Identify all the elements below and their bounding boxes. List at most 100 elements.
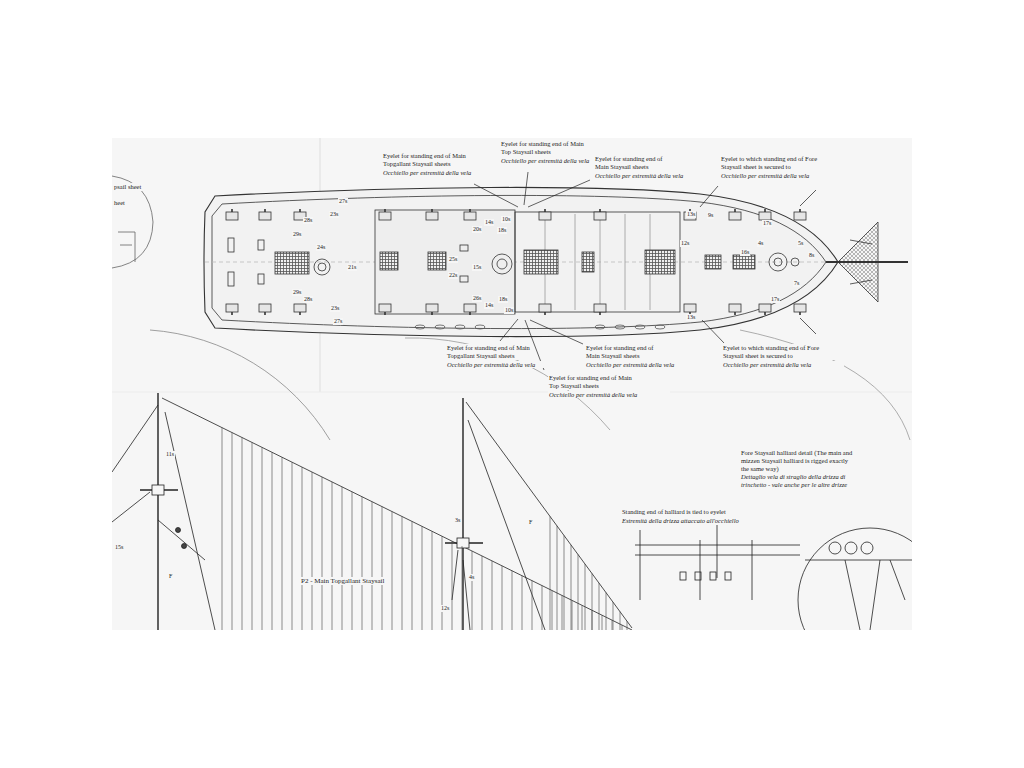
mast-step — [318, 263, 326, 271]
annotation-text: Occhiello per estremità della vela — [585, 361, 707, 369]
sail-seam — [372, 502, 373, 630]
annotation-text: Eyelet to which standing end of Fore Sta… — [720, 155, 837, 171]
cannon — [594, 304, 606, 312]
annotation-text: Occhiello per estremità della vela — [594, 172, 716, 180]
halliard-detail — [680, 572, 686, 580]
sail-seam — [606, 593, 607, 630]
sail-seam — [442, 536, 443, 630]
mast-elevation — [468, 420, 545, 630]
halliard-detail — [635, 520, 912, 630]
cannon — [599, 209, 601, 212]
cannon — [799, 209, 801, 212]
cannon — [379, 304, 391, 312]
sail-seam — [232, 433, 233, 630]
quarterdeck — [460, 276, 468, 282]
cannon — [469, 312, 471, 315]
quarterdeck — [380, 252, 398, 270]
paper-sheet — [112, 138, 912, 630]
callout-number: 4s — [757, 240, 764, 247]
callout-number: 23s — [329, 211, 339, 218]
sail-seam — [627, 621, 628, 630]
annotation-text: Eyelet for standing end of Main Topgalla… — [446, 344, 533, 360]
sail-seam — [312, 472, 313, 630]
sail-seam — [571, 545, 572, 630]
sail-seam — [562, 595, 563, 630]
cannon — [379, 212, 391, 220]
cannon — [431, 312, 433, 315]
mast-elevation — [157, 393, 158, 630]
stern-deck — [275, 252, 309, 274]
leader-line — [524, 172, 528, 205]
waist-deck — [645, 250, 675, 274]
waist-deck — [582, 252, 594, 272]
sail-seam — [482, 556, 483, 630]
forecastle — [705, 255, 721, 269]
deck-eyelet — [635, 325, 645, 329]
mast-elevation — [462, 398, 463, 630]
callout-number: 18s — [498, 296, 508, 303]
annotation-text: psail sheet — [113, 183, 142, 191]
hull-outline — [212, 195, 826, 328]
cannon — [264, 312, 266, 315]
cannon — [764, 209, 766, 212]
mast-elevation — [182, 544, 187, 549]
callout-number: 20s — [472, 226, 482, 233]
quarterdeck — [428, 252, 446, 270]
cannon — [384, 209, 386, 212]
halliard-detail — [710, 572, 716, 580]
cannon — [469, 209, 471, 212]
bowsprit — [800, 190, 872, 334]
mast-step — [314, 253, 787, 275]
waist-deck — [515, 212, 680, 312]
callout-number: 28s — [303, 217, 313, 224]
deck-eyelet — [415, 325, 425, 329]
sail-seam — [402, 516, 403, 630]
annotation-text: Eyelet for standing end of Main Staysail… — [594, 155, 676, 171]
cannon — [299, 312, 301, 315]
callout-number: 28s — [303, 296, 313, 303]
annotation-text: Occhiello per estremità della vela — [722, 361, 844, 369]
callout-number: 18s — [497, 227, 507, 234]
bowsprit — [826, 261, 908, 263]
sail-seam — [382, 507, 383, 630]
sail-seam — [412, 521, 413, 630]
detail-circle — [112, 176, 153, 268]
callout-number: 14s — [484, 219, 494, 226]
sail-seam — [242, 437, 243, 630]
sail-seam — [302, 467, 303, 630]
quarterdeck — [375, 210, 515, 314]
cannon — [599, 312, 601, 315]
quarterdeck — [375, 210, 515, 314]
cannon — [264, 209, 266, 212]
cannon — [299, 209, 301, 212]
cannon — [594, 212, 606, 220]
sail-seam — [552, 591, 553, 630]
leader-line — [474, 172, 724, 370]
callout-number: 9s — [707, 212, 714, 219]
callout-number: 15s — [472, 264, 482, 271]
detail-figure — [118, 232, 135, 262]
callout-number: 4s — [468, 574, 475, 581]
sail-seam — [512, 571, 513, 630]
cannon — [431, 209, 433, 212]
forecastle — [705, 255, 799, 269]
callout-number: 27s — [333, 318, 343, 325]
callout-number: 12s — [440, 605, 450, 612]
sail-seam — [612, 620, 613, 630]
mast-elevation — [152, 485, 164, 495]
halliard-detail — [798, 528, 912, 630]
cannon — [539, 212, 551, 220]
callout-number: 10s — [504, 307, 514, 314]
cannon — [799, 312, 801, 315]
callout-number: 26s — [472, 295, 482, 302]
forecastle — [791, 258, 799, 266]
cannon — [734, 209, 736, 212]
annotation-text: Eyelet for standing end of Main Topgalla… — [382, 152, 472, 168]
sail-seam — [502, 566, 503, 630]
callout-number: 12s — [680, 240, 690, 247]
cannon — [759, 304, 771, 312]
annotation-text: Occhiello per estremità della vela — [446, 361, 568, 369]
leader-line — [530, 320, 583, 344]
sail-seam — [578, 554, 579, 630]
cannon — [759, 212, 771, 220]
